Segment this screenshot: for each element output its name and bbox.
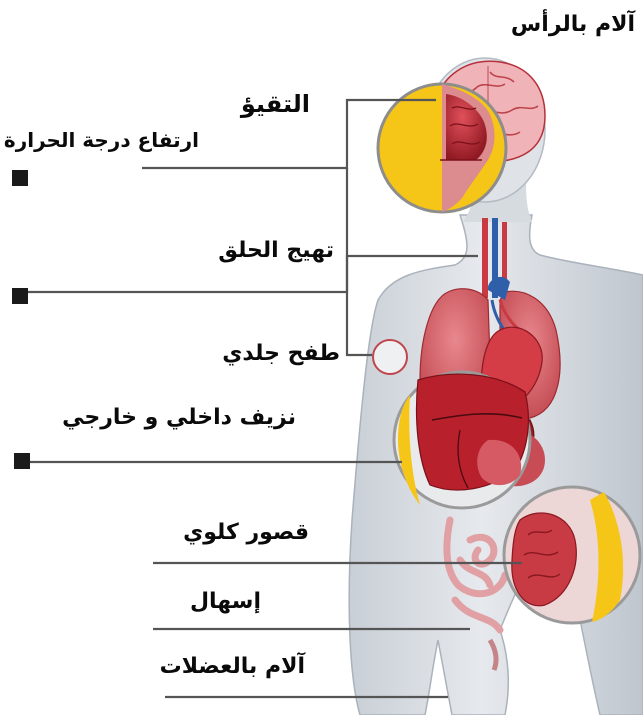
label-kidney-failure: قصور كلوي (183, 522, 309, 544)
label-diarrhea: إسهال (190, 591, 261, 613)
label-bleeding: نزيف داخلي و خارجي (62, 407, 296, 429)
label-sore-throat: تهيج الحلق (218, 240, 334, 262)
marker-throat (12, 288, 28, 304)
head-highlight-circle (378, 84, 506, 212)
label-vomiting: التقيؤ (241, 92, 310, 116)
label-rash: طفح جلدي (222, 343, 340, 365)
leader-rash (347, 168, 372, 355)
skin-rash-circle (373, 340, 407, 374)
kidney-highlight-circle (504, 487, 640, 623)
label-muscle-pain: آلام بالعضلات (160, 656, 305, 678)
marker-bleeding (14, 453, 30, 469)
label-headache: آلام بالرأس (511, 14, 635, 36)
marker-fever (12, 170, 28, 186)
label-fever: ارتفاع درجة الحرارة (4, 130, 199, 150)
abdomen-highlight-circle (394, 372, 530, 508)
